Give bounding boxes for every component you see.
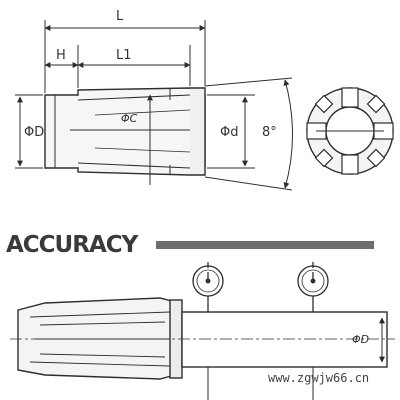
label-H: H	[56, 48, 66, 63]
accuracy-heading: ACCURACY	[6, 232, 139, 258]
dimension-lines-top	[15, 20, 293, 191]
collet-side-view	[44, 87, 206, 176]
collet-accuracy-view	[17, 297, 388, 380]
label-phiD-bottom: ΦD	[352, 333, 369, 346]
accuracy-bar	[156, 241, 374, 249]
slit-line	[94, 147, 191, 153]
slit-line	[94, 109, 191, 116]
label-L: L	[116, 9, 124, 24]
label-phiC: ΦC	[121, 112, 138, 125]
label-phiD-top: ΦD	[24, 125, 44, 140]
label-angle: 8°	[262, 125, 277, 140]
collet-head-outline	[190, 87, 206, 176]
dial-gauge-1	[192, 262, 224, 312]
collet-body-outline	[44, 87, 206, 176]
label-phid: Φd	[220, 125, 238, 140]
collet-end-view	[306, 87, 394, 175]
dial-gauge-2	[297, 262, 329, 312]
label-L1: L1	[116, 48, 132, 63]
watermark-text: www.zgwjw66.cn	[268, 371, 369, 385]
